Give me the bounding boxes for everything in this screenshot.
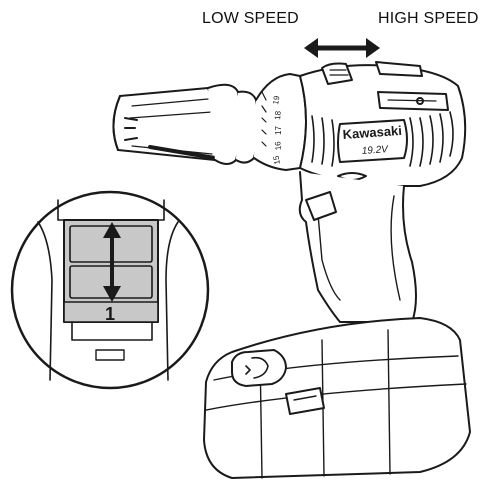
trigger <box>305 191 337 221</box>
clutch-number: 16 <box>273 140 283 150</box>
gear-position-number: 1 <box>105 304 115 324</box>
drill-chuck <box>112 83 260 165</box>
battery-pack <box>203 317 471 479</box>
drill-body: Kawasaki 19.2V <box>299 61 467 187</box>
brand-logo-text: Kawasaki <box>342 123 402 142</box>
vertical-double-arrow-icon <box>103 222 121 302</box>
speed-selector-switch <box>321 62 353 85</box>
high-speed-label: HIGH SPEED <box>378 10 479 27</box>
battery-release-icon <box>251 356 269 379</box>
drill-handle <box>298 171 417 323</box>
clutch-number: 17 <box>274 126 283 135</box>
inset-magnifier: 1 <box>10 190 210 390</box>
clutch-number: 19 <box>271 94 282 105</box>
battery-latch <box>285 387 325 415</box>
low-speed-label: LOW SPEED <box>202 10 299 27</box>
double-arrow-icon <box>304 38 380 58</box>
clutch-number: 15 <box>271 154 282 165</box>
clutch-ring: 19 18 17 16 15 <box>253 73 307 171</box>
clutch-number: 18 <box>273 110 283 120</box>
voltage-label: 19.2V <box>361 144 389 157</box>
